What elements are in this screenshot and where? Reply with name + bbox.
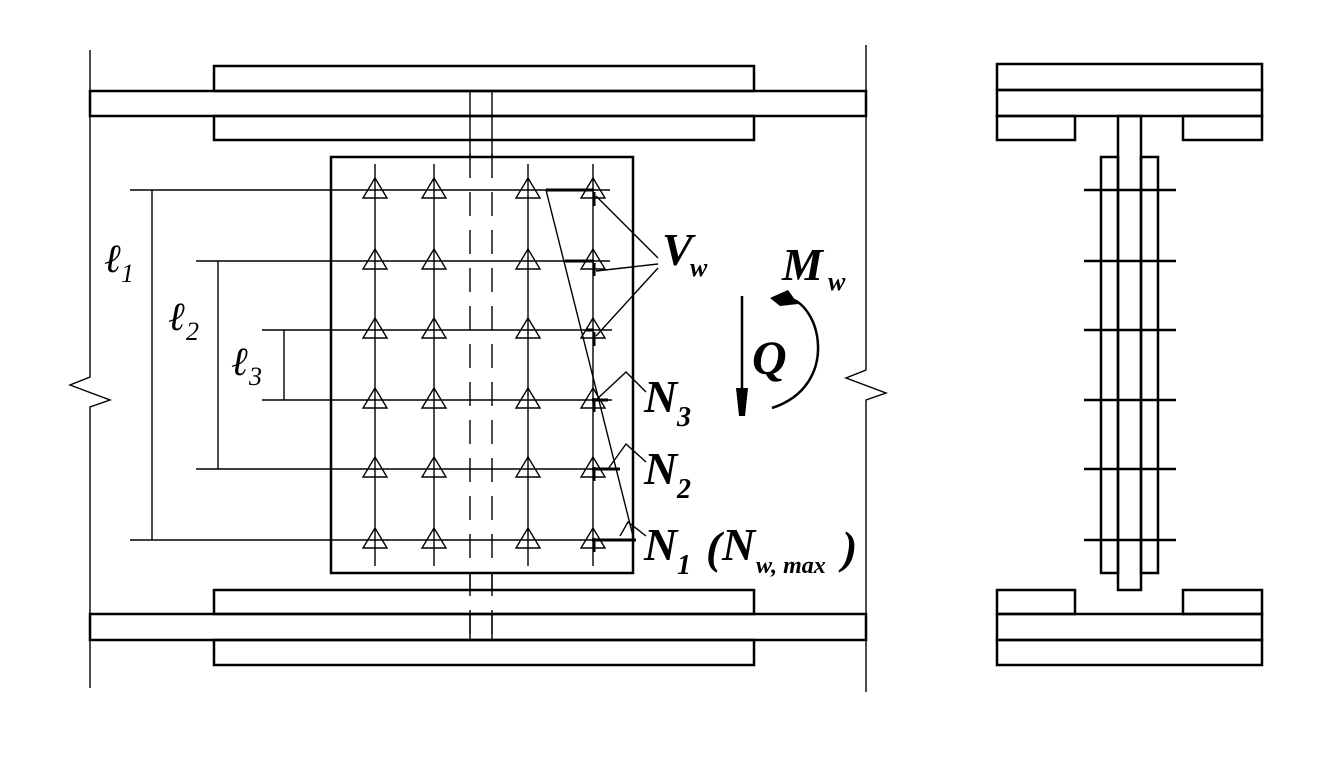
label-l1-sub: 1 [121, 259, 134, 288]
label-Vw-sub: w [690, 253, 708, 282]
label-Nwmax: N [721, 519, 757, 570]
label-Vw: V [662, 224, 696, 275]
bolt-symbol [514, 455, 542, 478]
moment-arc [770, 290, 820, 410]
label-Mw-sub: w [828, 267, 846, 296]
bolt-symbol [420, 247, 448, 270]
dimension-lines [151, 190, 285, 540]
label-N2: N [643, 443, 679, 494]
label-N1-sub: 1 [677, 550, 691, 581]
bolt-symbol [361, 247, 389, 270]
bolt-symbol [514, 526, 542, 549]
label-N3: N [643, 371, 679, 422]
bolt-symbol [361, 386, 389, 409]
bolt-symbol [361, 455, 389, 478]
label-l1: ℓ [104, 236, 121, 281]
label-l3-sub: 3 [248, 362, 262, 391]
label-l2: ℓ [168, 294, 185, 339]
section-view [995, 62, 1264, 667]
bolt-symbol [514, 176, 542, 199]
label-l2-sub: 2 [186, 317, 199, 346]
bolt-symbol [361, 176, 389, 199]
force-distribution [545, 188, 659, 552]
label-Q: Q [752, 332, 787, 385]
label-N3-sub: 3 [676, 402, 691, 433]
bolt-symbol [420, 455, 448, 478]
bolt-symbol [361, 526, 389, 549]
bolt-symbol [514, 247, 542, 270]
bolt-symbol [420, 526, 448, 549]
elevation-view: ℓ 1 ℓ 2 ℓ 3 V w M w Q N 3 N 2 N 1 ( N w,… [68, 45, 889, 692]
web-splice-plate [329, 155, 635, 575]
bolt-symbol [361, 316, 389, 339]
bolt-rows [130, 189, 612, 541]
label-l3: ℓ [231, 339, 248, 384]
bolt-symbol [514, 316, 542, 339]
column-right-edge [844, 45, 889, 692]
bolt-columns [374, 164, 594, 566]
label-N1: N [643, 519, 679, 570]
section-bolts [1084, 188, 1176, 542]
label-N1-paren-open: ( [706, 522, 725, 573]
column-left-edge [68, 50, 113, 688]
bolt-symbol [514, 386, 542, 409]
shear-force-arrow [736, 296, 748, 416]
bolt-symbol [420, 386, 448, 409]
web-joint-dashed [469, 116, 493, 640]
label-Nwmax-sub: w, max [756, 553, 826, 579]
bottom-flange [88, 573, 868, 667]
label-N2-sub: 2 [676, 474, 691, 505]
bolt-symbol [420, 176, 448, 199]
label-Mw: M [781, 239, 825, 290]
bolt-symbol [420, 316, 448, 339]
bolts [361, 176, 607, 549]
top-flange [88, 64, 868, 156]
label-N1-paren-close: ) [838, 522, 857, 573]
